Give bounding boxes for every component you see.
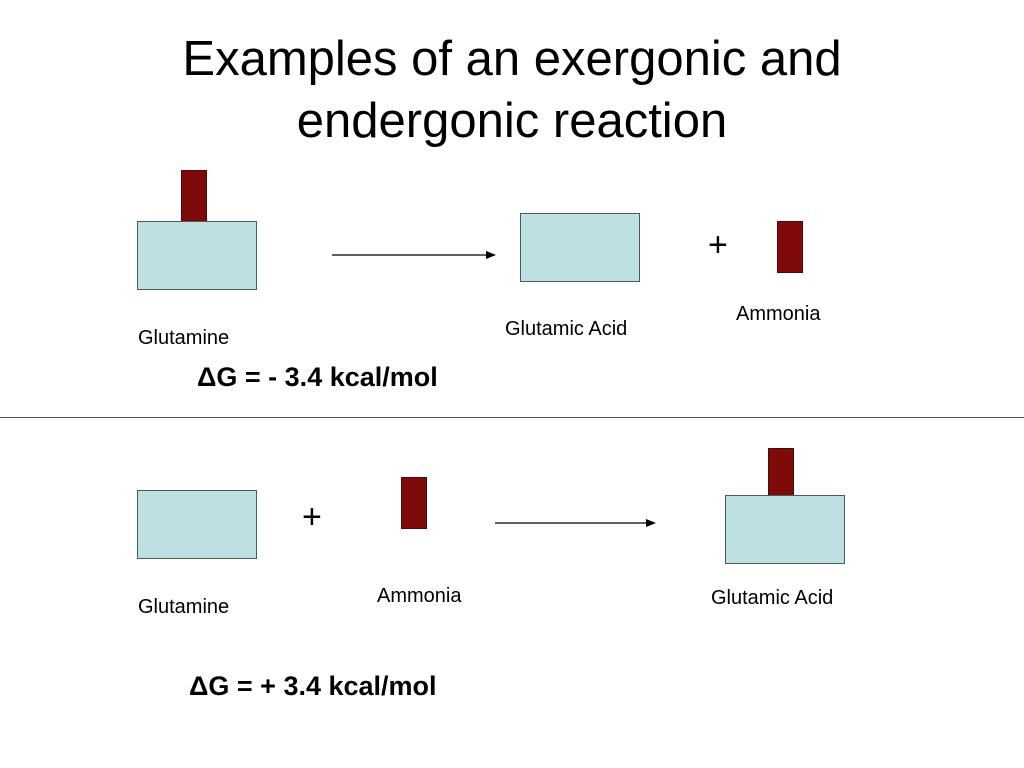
- ammonia-label: Ammonia: [736, 303, 821, 325]
- ammonia-block: [401, 477, 427, 529]
- glutamic-acid-label: Glutamic Acid: [505, 318, 628, 340]
- glutamine-molecule-box: [137, 490, 257, 559]
- glutamine-molecule-box: [137, 221, 257, 290]
- glutamic-acid-molecule-box: [725, 495, 845, 564]
- slide-title-line-1: Examples of an exergonic and: [182, 32, 842, 86]
- reaction-arrow: [332, 251, 496, 259]
- delta-g-positive: ΔG = + 3.4 kcal/mol: [189, 671, 437, 701]
- plus-sign: +: [302, 498, 322, 536]
- reaction-arrow: [495, 519, 656, 527]
- slide-title: Examples of an exergonic and endergonic …: [0, 28, 1024, 152]
- glutamine-label: Glutamine: [138, 596, 230, 618]
- glutamic-acid-amide-group: [768, 448, 794, 496]
- glutamic-acid-label: Glutamic Acid: [711, 587, 834, 609]
- ammonia-block: [777, 221, 803, 273]
- ammonia-label: Ammonia: [377, 585, 462, 607]
- glutamine-amide-group: [181, 170, 207, 222]
- glutamic-acid-molecule-box: [520, 213, 640, 282]
- plus-sign: +: [708, 226, 728, 264]
- slide-title-line-2: endergonic reaction: [296, 94, 728, 148]
- delta-g-negative: ΔG = - 3.4 kcal/mol: [197, 362, 438, 392]
- glutamine-label: Glutamine: [138, 327, 230, 349]
- section-divider: [0, 417, 1024, 418]
